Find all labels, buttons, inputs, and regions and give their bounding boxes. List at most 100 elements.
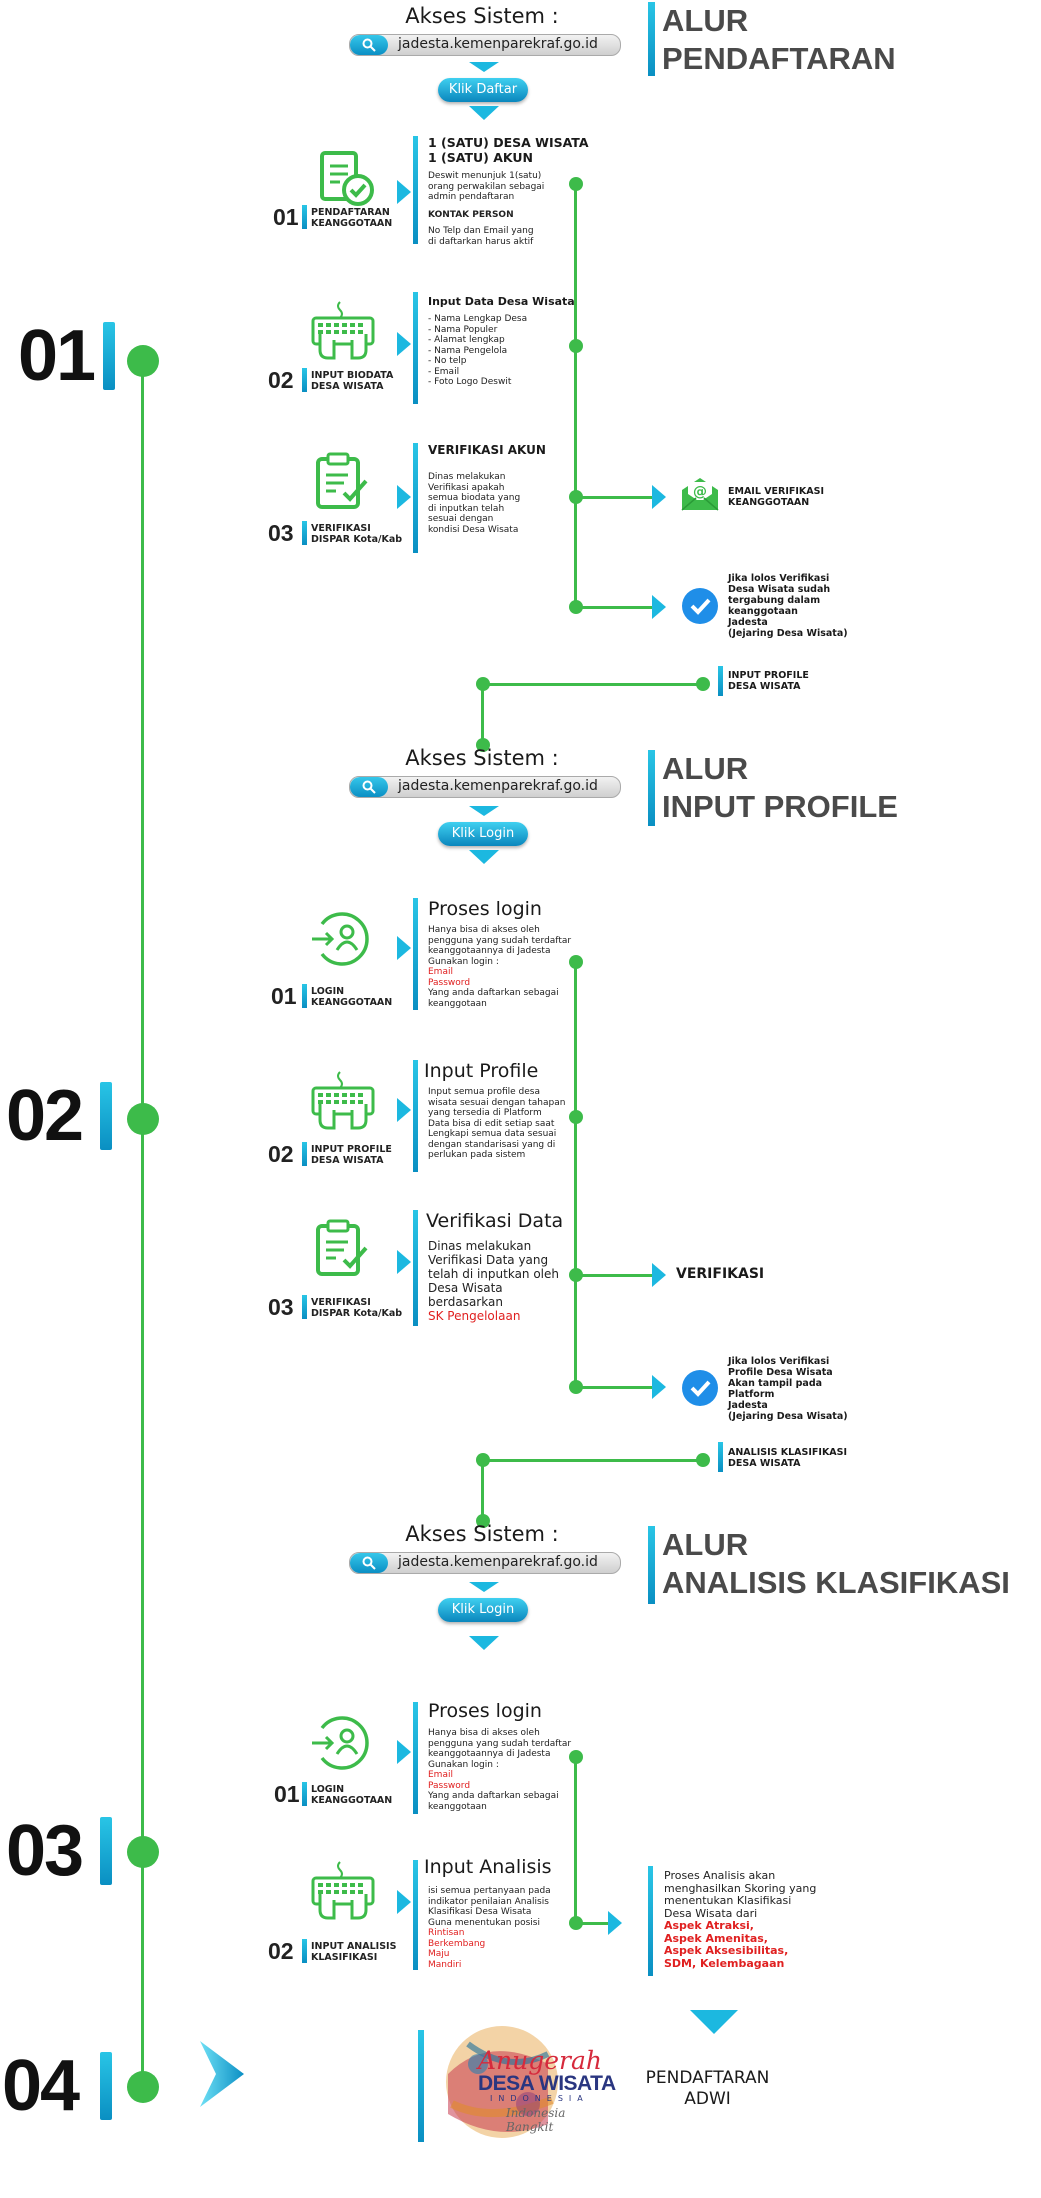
final-tab <box>418 2030 424 2142</box>
search-icon <box>350 777 388 797</box>
connector-dot <box>569 177 583 191</box>
logo-line: INDONESIA <box>490 2094 589 2103</box>
list-item: - No telp <box>428 356 467 366</box>
arrow-down-icon <box>690 2010 738 2034</box>
text-line: SDM, Kelembagaan <box>664 1956 785 1970</box>
desc-heading: Input Data Desa Wisata <box>428 295 575 308</box>
label-line: DESA WISATA <box>728 1458 801 1469</box>
connector-line <box>576 1922 608 1925</box>
label-line: ADWI <box>684 2089 731 2109</box>
label-line: KEANGGOTAAN <box>311 1795 393 1806</box>
step-number: 02 <box>268 1141 294 1167</box>
text-line: pengguna yang sudah terdaftar <box>428 935 572 946</box>
keyboard-hands-icon <box>310 1860 376 1926</box>
result-text: Proses Analisis akan menghasilkan Skorin… <box>664 1869 817 1970</box>
desc-text: No Telp dan Email yang di daftarkan haru… <box>428 226 534 247</box>
text-line: Email <box>428 967 453 977</box>
connector-dot <box>696 677 710 691</box>
text-line: Jika lolos Verifikasi <box>728 1356 830 1367</box>
label-line: DESA WISATA <box>728 681 801 692</box>
label-line: EMAIL VERIFIKASI <box>728 486 824 497</box>
arrow-right-icon <box>652 595 666 619</box>
desc-heading: Input Analisis <box>424 1856 552 1878</box>
connector-dot <box>476 1514 490 1528</box>
timeline-dot <box>127 1103 159 1135</box>
desc-tab <box>413 898 418 1010</box>
connector-dot <box>569 339 583 353</box>
step-number: 01 <box>274 1781 300 1807</box>
text-line: Yang anda daftarkan sebagai <box>428 988 559 998</box>
text-line: indikator penilaian Analisis <box>428 1896 549 1907</box>
url-bar[interactable]: jadesta.kemenparekraf.go.id <box>349 34 621 56</box>
desc-text: Input semua profile desa wisata sesuai d… <box>428 1087 565 1161</box>
text-line: Password <box>428 1780 471 1791</box>
text-line: Proses Analisis akan <box>664 1869 776 1882</box>
connector-line <box>574 962 577 1390</box>
check-icon <box>682 588 718 624</box>
desc-heading: Proses login <box>428 1700 542 1722</box>
text-line: Jika lolos Verifikasi <box>728 573 830 584</box>
label-line: PENDAFTARAN <box>311 207 390 218</box>
arrow-down-icon <box>469 62 499 72</box>
url-bar[interactable]: jadesta.kemenparekraf.go.id <box>349 776 621 798</box>
heading-line: 1 (SATU) AKUN <box>428 150 533 165</box>
arrow-right-icon <box>652 1263 666 1287</box>
klik-daftar-button[interactable]: Klik Daftar <box>438 78 528 102</box>
list-item: - Email <box>428 366 460 377</box>
title-line: ANALISIS KLASIFIKASI <box>662 1565 1010 1600</box>
text-line: menghasilkan Skoring yang <box>664 1881 817 1895</box>
connector-line <box>576 496 652 499</box>
text-line: Verifikasi Data yang <box>428 1253 549 1267</box>
text-line: Hanya bisa di akses oleh <box>428 1728 540 1738</box>
label-line: INPUT PROFILE <box>311 1144 392 1155</box>
step-number: 03 <box>268 520 294 546</box>
text-line: Hanya bisa di akses oleh <box>428 925 540 935</box>
desc-tab <box>413 1060 418 1172</box>
section-title: ALUR ANALISIS KLASIFIKASI <box>662 1526 1010 1602</box>
desc-tab <box>413 136 418 244</box>
title-line: ALUR <box>662 3 749 38</box>
klik-login-button[interactable]: Klik Login <box>438 1598 528 1622</box>
desc-heading: Verifikasi Data <box>426 1210 564 1232</box>
label-line: KLASIFIKASI <box>311 1952 378 1963</box>
email-icon: @ <box>680 476 720 516</box>
step-tab <box>302 205 307 229</box>
akses-label: Akses Sistem : <box>405 4 559 28</box>
text-line: Input semua profile desa <box>428 1087 540 1097</box>
label-line: DESA WISATA <box>311 1155 384 1166</box>
url-text: jadesta.kemenparekraf.go.id <box>398 36 598 52</box>
text-line: berdasarkan <box>428 1295 503 1309</box>
outcome-text: Jika lolos Verifikasi Desa Wisata sudah … <box>728 573 848 639</box>
title-line: INPUT PROFILE <box>662 789 898 824</box>
klik-login-button[interactable]: Klik Login <box>438 822 528 846</box>
arrow-right-icon <box>397 1250 411 1274</box>
arrow-right-icon <box>397 936 411 960</box>
text-line: (Jejaring Desa Wisata) <box>728 628 848 639</box>
login-user-icon <box>310 908 372 974</box>
arrow-right-icon <box>397 1098 411 1122</box>
big-number-04: 04 <box>2 2046 80 2126</box>
big-number-03: 03 <box>6 1811 84 1891</box>
text-line: wisata sesuai dengan tahapan <box>428 1097 566 1108</box>
desc-tab <box>413 292 418 404</box>
title-line: ALUR <box>662 751 749 786</box>
label-line: LOGIN <box>311 986 345 997</box>
step-tab <box>302 1295 307 1319</box>
text-line: Jadesta <box>728 617 768 628</box>
label-line: KEANGGOTAAN <box>311 218 393 229</box>
text-line: tergabung dalam <box>728 595 821 606</box>
list-item: - Nama Pengelola <box>428 345 508 356</box>
desc-text: isi semua pertanyaan pada indikator peni… <box>428 1886 551 1970</box>
arrow-down-icon <box>469 1636 499 1650</box>
desc-tab <box>413 443 418 553</box>
arrow-down-icon <box>469 850 499 864</box>
big-arrow-right-icon <box>196 2041 246 2111</box>
text-line: Maju <box>428 1949 450 1959</box>
main-timeline <box>141 360 144 2080</box>
url-bar[interactable]: jadesta.kemenparekraf.go.id <box>349 1552 621 1574</box>
label-line: KEANGGOTAAN <box>311 997 393 1008</box>
step-tab <box>302 368 307 392</box>
url-text: jadesta.kemenparekraf.go.id <box>398 1554 598 1570</box>
